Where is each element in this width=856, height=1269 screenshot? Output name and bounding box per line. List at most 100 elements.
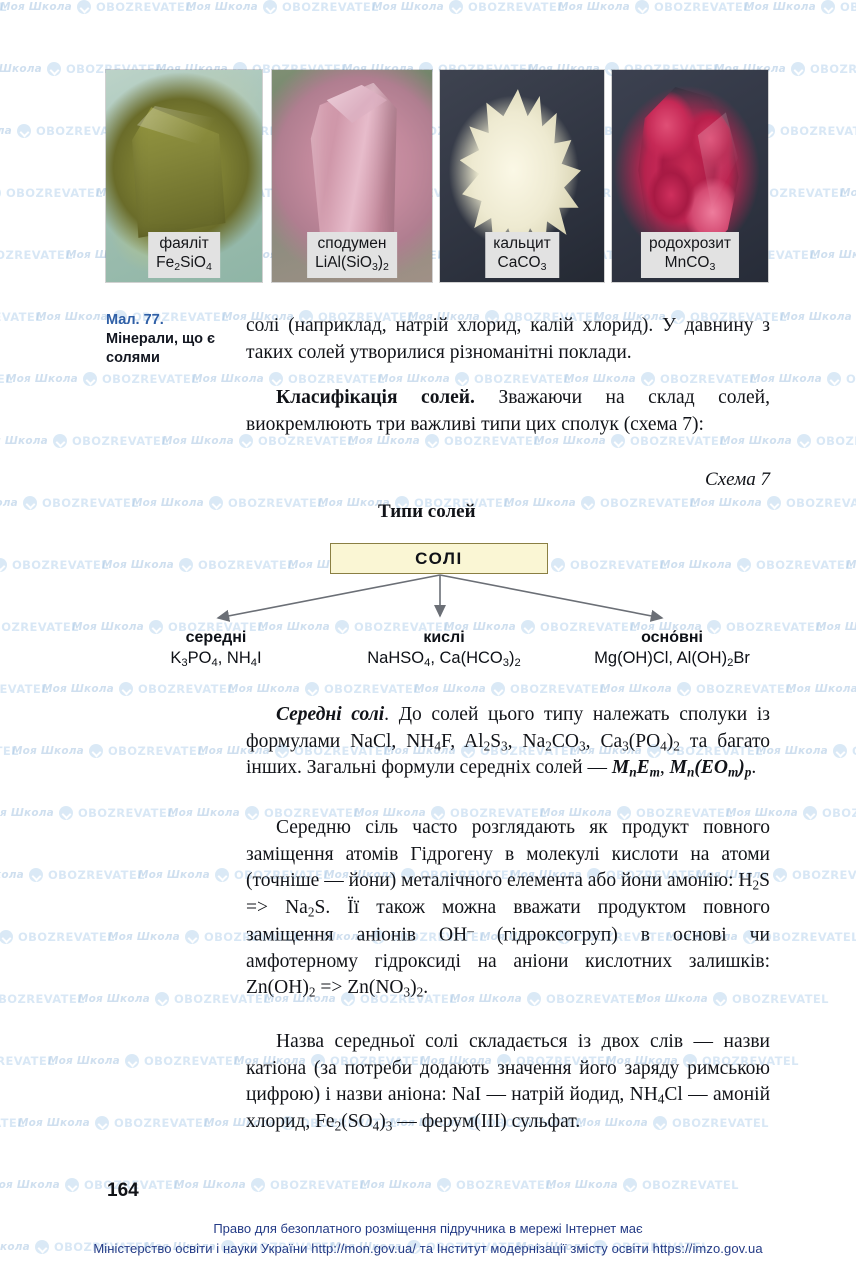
branch-name: кислі bbox=[423, 629, 465, 646]
watermark-brand-text: OBOZREVATEL bbox=[755, 558, 853, 572]
mineral-name: родохрозит bbox=[648, 235, 732, 253]
watermark-school-text: Моя Школа bbox=[0, 869, 24, 881]
scheme-branch-osnovni: осно́вні Mg(OH)Cl, Al(OH)2Br bbox=[558, 628, 786, 671]
watermark-school-text: Моя Школа bbox=[192, 373, 264, 385]
paragraph-text: Назва середньої солі складається із двох… bbox=[246, 1031, 770, 1134]
check-circle-icon bbox=[22, 496, 37, 510]
check-circle-icon bbox=[262, 0, 277, 14]
scheme-title: Типи солей bbox=[378, 501, 476, 522]
footer-line-1: Право для безоплатного розміщення підруч… bbox=[213, 1221, 643, 1236]
paragraph-middle-salt-definition: Середню сіль часто розглядають як продук… bbox=[246, 815, 770, 1002]
watermark-school-text: Моя Школа bbox=[816, 621, 856, 633]
watermark-mark: Моя Школа OBOZREVATEL bbox=[6, 372, 199, 386]
check-circle-icon bbox=[154, 992, 169, 1006]
watermark-school-text: Моя Школа bbox=[690, 497, 762, 509]
mineral-card-spodumene: сподумен LiAl(SiO3)2 bbox=[272, 70, 432, 282]
watermark-school-text: Моя Школа bbox=[546, 1179, 618, 1191]
watermark-school-text: Моя Школа bbox=[18, 1117, 90, 1129]
watermark-school-text: Моя Школа bbox=[372, 1, 444, 13]
watermark-school-text: Моя Школа bbox=[108, 931, 180, 943]
watermark-brand-text: OBOZREVATEL bbox=[473, 372, 571, 386]
watermark-school-text: Моя Школа bbox=[660, 559, 732, 571]
check-circle-icon bbox=[46, 62, 61, 76]
watermark-school-text: Моя Школа bbox=[6, 373, 78, 385]
watermark-school-text: Моя Школа bbox=[558, 1, 630, 13]
watermark-brand-text: OBOZREVATEL bbox=[0, 992, 85, 1006]
check-circle-icon bbox=[676, 682, 691, 696]
watermark-brand-text: OBOZREVATEL bbox=[101, 372, 199, 386]
check-circle-icon bbox=[0, 186, 1, 200]
watermark-brand-text: OBOZREVATEL bbox=[569, 558, 667, 572]
mineral-formula: MnCO3 bbox=[664, 254, 716, 274]
check-circle-icon bbox=[58, 806, 73, 820]
watermark-school-text: Моя Школа bbox=[48, 1055, 120, 1067]
watermark-brand-text: OBOZREVATEL bbox=[809, 62, 856, 76]
check-circle-icon bbox=[550, 558, 565, 572]
paragraph-classification: Класифікація солей. Зважаючи на склад со… bbox=[246, 385, 770, 438]
check-circle-icon bbox=[826, 372, 841, 386]
check-circle-icon bbox=[436, 1178, 451, 1192]
watermark-school-text: Моя Школа bbox=[168, 807, 240, 819]
watermark-brand-text: OBOZREVATEL bbox=[695, 682, 793, 696]
watermark-school-text: Моя Школа bbox=[414, 683, 486, 695]
check-circle-icon bbox=[76, 0, 91, 14]
watermark-brand-text: OBOZREVATEL bbox=[77, 806, 175, 820]
check-circle-icon bbox=[0, 558, 7, 572]
watermark-brand-text: OBOZREVATEL bbox=[0, 744, 19, 758]
mineral-name: кальцит bbox=[493, 235, 551, 253]
watermark-mark: Моя Школа OBOZREVATEL bbox=[0, 806, 175, 820]
watermark-school-text: Моя Школа bbox=[810, 249, 856, 261]
figure-caption: Мал. 77. Мінерали, що є солями bbox=[106, 311, 236, 368]
branch-formulas: NaHSO4, Ca(HCO3)2 bbox=[367, 649, 521, 670]
watermark-school-text: Моя Школа bbox=[186, 1, 258, 13]
watermark-brand-text: OBOZREVATEL bbox=[227, 496, 325, 510]
watermark-school-text: Моя Школа bbox=[564, 373, 636, 385]
check-circle-icon bbox=[178, 558, 193, 572]
watermark-brand-text: OBOZREVATEL bbox=[287, 372, 385, 386]
branch-name: середні bbox=[185, 629, 247, 646]
watermark-brand-text: OBOZREVATEL bbox=[0, 248, 73, 262]
footer-notice: Право для безоплатного розміщення підруч… bbox=[0, 1219, 856, 1259]
watermark-school-text: Моя Школа bbox=[744, 1, 816, 13]
watermark-school-text: Моя Школа bbox=[846, 559, 856, 571]
watermark-brand-text: OBOZREVATEL bbox=[137, 682, 235, 696]
mineral-name: сподумен bbox=[317, 235, 387, 253]
check-circle-icon bbox=[820, 0, 835, 14]
watermark-school-text: Моя Школа bbox=[0, 125, 12, 137]
watermark-school-text: Моя Школа bbox=[360, 1179, 432, 1191]
mineral-name: фаяліт bbox=[159, 235, 209, 253]
mineral-label-calcite: кальцит CaCO3 bbox=[485, 232, 559, 278]
mineral-label-rhodochrosite: родохрозит MnCO3 bbox=[640, 232, 740, 278]
check-circle-icon bbox=[214, 868, 229, 882]
watermark-brand-text: OBOZREVATEL bbox=[95, 0, 193, 14]
watermark-school-text: Моя Школа bbox=[786, 683, 856, 695]
watermark-school-text: Моя Школа bbox=[0, 807, 54, 819]
watermark-school-text: Моя Школа bbox=[228, 683, 300, 695]
mineral-formula: LiAl(SiO3)2 bbox=[315, 254, 389, 274]
check-circle-icon bbox=[64, 1178, 79, 1192]
watermark-brand-text: OBOZREVATEL bbox=[653, 0, 751, 14]
paragraph-text: Класифікація солей. Зважаючи на склад со… bbox=[246, 387, 770, 435]
watermark-brand-text: OBOZREVATEL bbox=[281, 0, 379, 14]
paragraph-continued: солі (наприклад, натрій хлорид, калій хл… bbox=[246, 313, 770, 366]
watermark-brand-text: OBOZREVATEL bbox=[0, 1054, 55, 1068]
watermark-brand-text: OBOZREVATEL bbox=[852, 744, 856, 758]
paragraph-text: солі (наприклад, натрій хлорид, калій хл… bbox=[246, 315, 770, 363]
